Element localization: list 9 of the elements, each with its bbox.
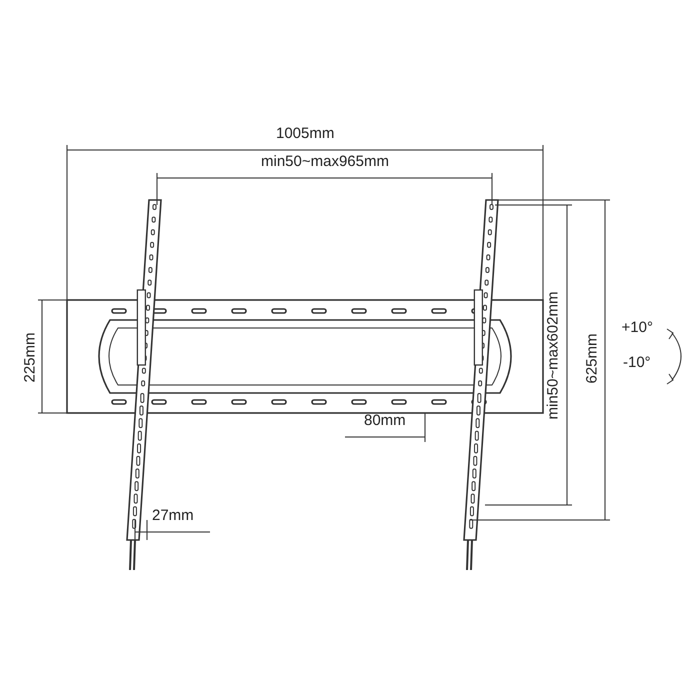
dimension-label: 80mm [364, 412, 406, 428]
dimension-label: 1005mm [276, 124, 334, 142]
dimension-label: 625mm [584, 332, 601, 384]
dimension-label: -10° [623, 354, 651, 370]
dimension-label: min50~max602mm [544, 291, 562, 419]
dimension-label: min50~max965mm [261, 152, 389, 170]
dimension-label: +10° [622, 318, 653, 336]
dimension-label: 225mm [22, 332, 39, 382]
dimension-label: 27mm [152, 506, 194, 524]
